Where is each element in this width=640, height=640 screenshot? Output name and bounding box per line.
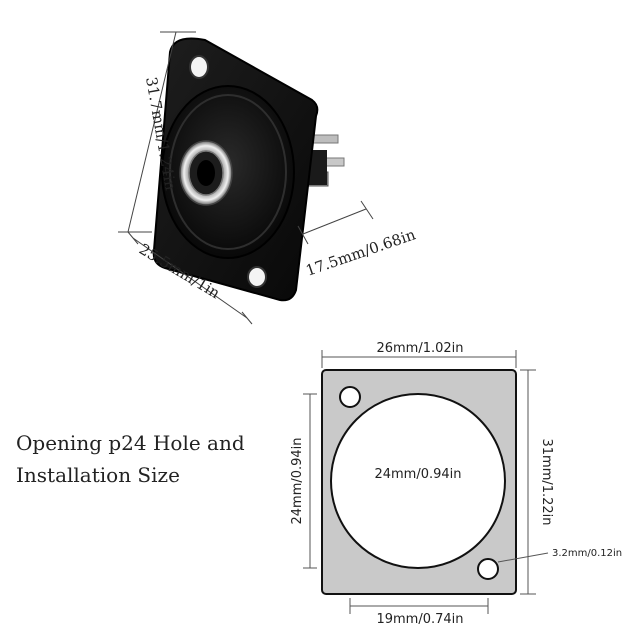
screw-hole-top-left (339, 386, 361, 408)
jack-illustration (152, 37, 345, 302)
depth-dimension-label: 17.5mm/0.68in (303, 225, 418, 279)
center-cutout (330, 393, 506, 569)
left-hole-height-label: 24mm/0.94in (290, 437, 305, 524)
screw-hole-bottom-right (477, 558, 499, 580)
product-dimension-lines (118, 31, 374, 325)
hole-diameter-label: 24mm/0.94in (374, 467, 461, 482)
plate-hole-top-left (189, 55, 209, 79)
top-width-label: 26mm/1.02in (376, 341, 463, 356)
panel-cutout-drawing (321, 369, 517, 595)
caption-line-2: Installation Size (16, 463, 180, 487)
bottom-spacing-label: 19mm/0.74in (376, 612, 463, 627)
plate-hole-bottom-right (247, 266, 267, 288)
socket-hole (197, 160, 215, 186)
right-height-label: 31mm/1.22in (539, 438, 554, 525)
drawing-dimension-lines (303, 350, 549, 614)
caption-line-1: Opening p24 Hole and (16, 431, 245, 455)
screw-hole-label: 3.2mm/0.12in (552, 548, 622, 559)
